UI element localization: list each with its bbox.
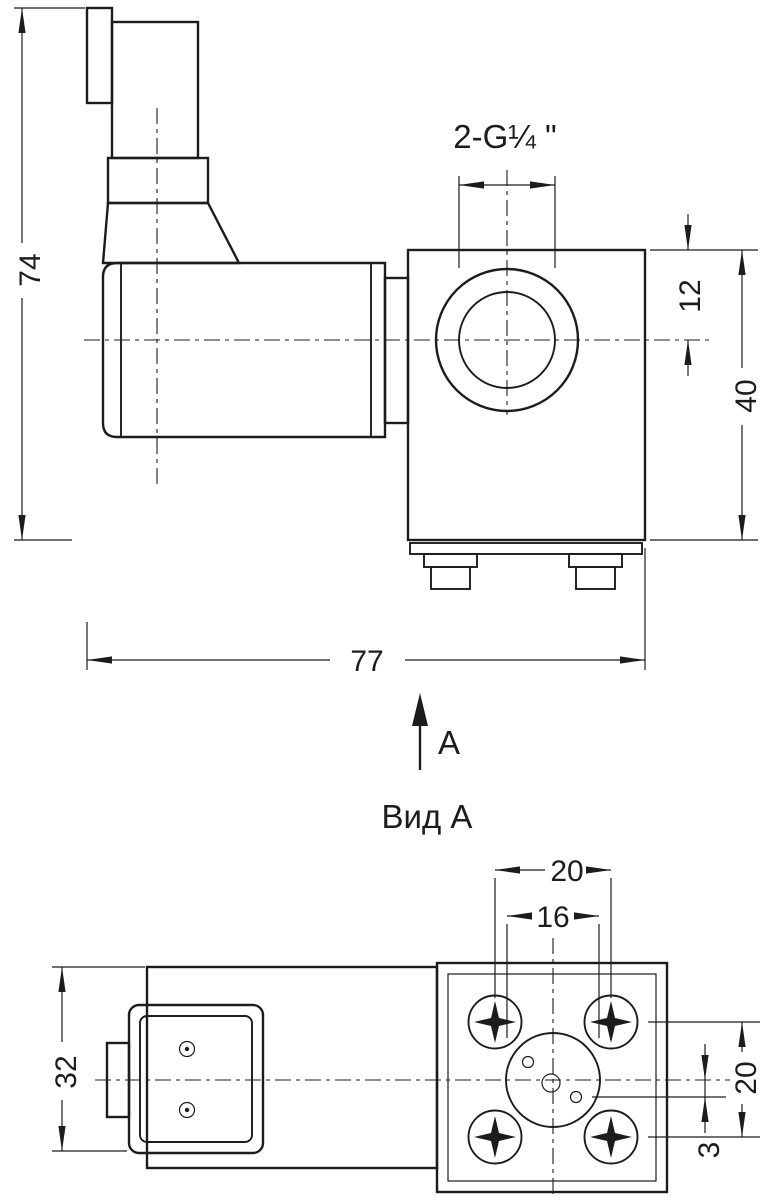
dimension-label-74: 74	[14, 253, 47, 286]
mounting-plate	[409, 542, 643, 555]
dimension-port-thread: 2-G¼ "	[453, 118, 557, 268]
dimension-74: 74	[14, 7, 85, 541]
dimension-label-3: 3	[693, 1142, 726, 1159]
dimension-label-32: 32	[50, 1055, 83, 1088]
connector-housing	[127, 1003, 265, 1155]
dimension-12: 12	[650, 214, 758, 376]
coil-adapter	[383, 276, 410, 425]
flange-screws	[467, 994, 639, 1165]
dimension-16: 16	[506, 901, 600, 1038]
connector-inner	[139, 1015, 253, 1143]
centerlines-top-view	[84, 108, 712, 487]
arrow-head-icon	[412, 693, 428, 726]
view-direction-arrow: A	[412, 693, 460, 770]
phillips-screw-icon	[590, 1001, 632, 1043]
solenoid-connector	[85, 6, 241, 265]
coil-end-view	[105, 965, 439, 1170]
dimension-3: 3	[592, 1044, 726, 1158]
dimension-label-77: 77	[350, 645, 383, 678]
dimension-label-40: 40	[730, 379, 763, 412]
mounting-flange	[435, 961, 669, 1194]
dimension-20-top: 20	[494, 855, 612, 998]
solenoid-coil	[101, 261, 410, 439]
dimension-77: 77	[86, 548, 646, 678]
dimension-label-12: 12	[674, 279, 707, 312]
phillips-screw-icon	[474, 1116, 516, 1158]
bottom-view: Вид А	[50, 798, 763, 1198]
view-title: Вид А	[382, 798, 473, 835]
dimension-label-20-right: 20	[730, 1061, 763, 1094]
view-direction-label: A	[438, 724, 460, 761]
dimension-20-right: 20	[648, 1021, 763, 1138]
dimension-label-16: 16	[536, 901, 569, 934]
centerlines-bottom-view	[95, 938, 730, 1198]
top-view: 74 2-G¼ " 12 40 77	[14, 6, 763, 770]
terminal-screws	[178, 1040, 196, 1119]
phillips-screw-icon	[590, 1116, 632, 1158]
plug-right	[568, 553, 623, 590]
dimension-40: 40	[650, 250, 763, 541]
phillips-screw-icon	[474, 1001, 516, 1043]
dimension-32: 32	[50, 966, 145, 1152]
port-thread-label: 2-G¼ "	[453, 118, 556, 155]
plug-left	[423, 553, 478, 590]
dimension-label-20-top: 20	[550, 855, 583, 888]
valve-body	[406, 248, 647, 590]
